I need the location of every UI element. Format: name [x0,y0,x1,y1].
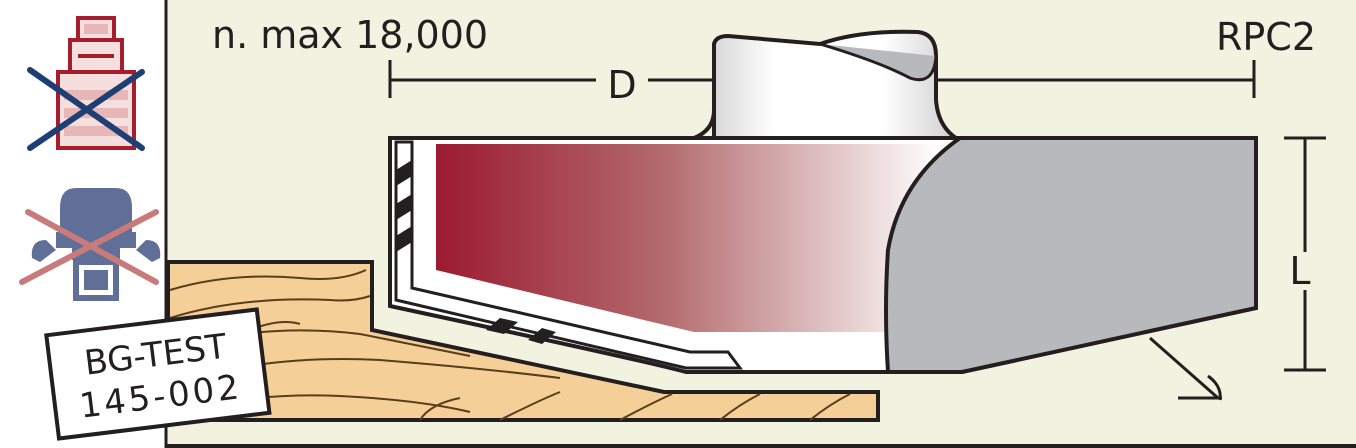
model-code: RPC2 [1216,15,1316,59]
length-dimension [1284,136,1326,372]
no-handheld-router-icon [27,16,145,151]
angle-indicator-icon [1149,336,1222,401]
cutter-grey-profile [884,136,1258,374]
diameter-dimension [388,60,1256,98]
diameter-label: D [607,63,636,107]
max-speed-label: n. max 18,000 [212,13,488,57]
test-badge: BG-TEST 145-002 [44,307,272,441]
length-label: L [1289,249,1310,293]
cutter-blade-face [436,144,940,332]
no-router-table-icon [19,188,161,301]
wood-workpiece [166,260,880,422]
